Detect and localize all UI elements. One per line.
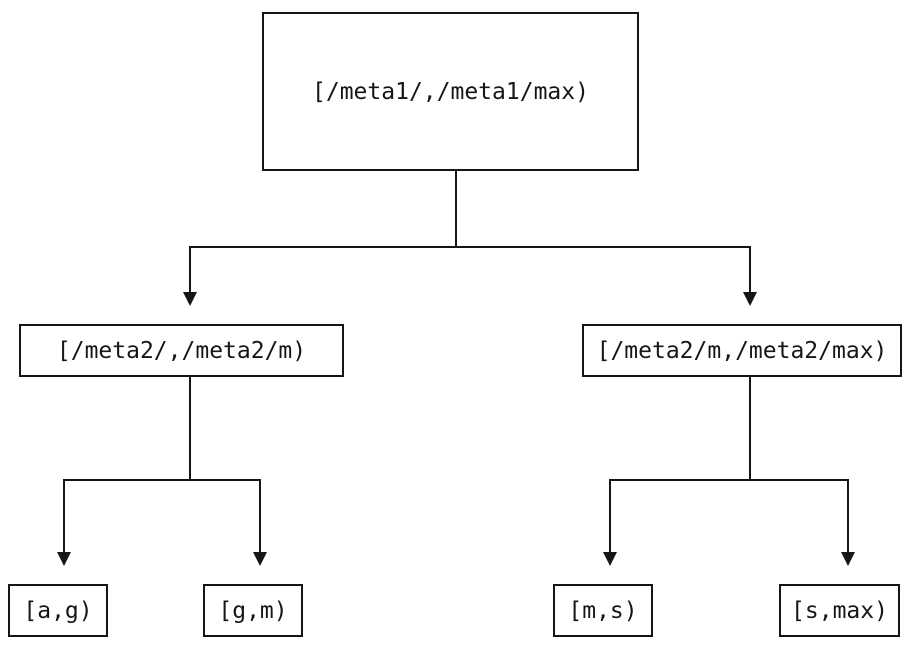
node-level2-right: [/meta2/m,/meta2/max) (582, 324, 902, 377)
arrow-down-icon (841, 552, 855, 566)
node-leaf-smax: [s,max) (779, 584, 900, 637)
connector-leaf2-drop (259, 479, 261, 552)
connector-root-stem (455, 171, 457, 247)
connector-level1-left-drop (189, 246, 191, 292)
node-leaf-gm-label: [g,m) (218, 597, 288, 624)
node-level2-left-label: [/meta2/,/meta2/m) (56, 337, 307, 364)
connector-leaf4-drop (847, 479, 849, 552)
node-leaf-ms: [m,s) (553, 584, 653, 637)
connector-leaf3-drop (609, 479, 611, 552)
connector-level1-crossbar (189, 246, 751, 248)
arrow-down-icon (183, 292, 197, 306)
node-root: [/meta1/,/meta1/max) (262, 12, 639, 171)
node-root-label: [/meta1/,/meta1/max) (312, 78, 589, 105)
node-leaf-ag: [a,g) (8, 584, 108, 637)
connector-right-crossbar (609, 479, 849, 481)
node-leaf-ms-label: [m,s) (568, 597, 638, 624)
arrow-down-icon (743, 292, 757, 306)
arrow-down-icon (253, 552, 267, 566)
node-leaf-smax-label: [s,max) (791, 597, 888, 624)
arrow-down-icon (603, 552, 617, 566)
connector-leaf1-drop (63, 479, 65, 552)
connector-left-stem (189, 377, 191, 481)
node-leaf-gm: [g,m) (203, 584, 303, 637)
node-leaf-ag-label: [a,g) (23, 597, 93, 624)
arrow-down-icon (57, 552, 71, 566)
connector-right-stem (749, 377, 751, 481)
connector-left-crossbar (63, 479, 261, 481)
node-level2-right-label: [/meta2/m,/meta2/max) (596, 337, 888, 364)
node-level2-left: [/meta2/,/meta2/m) (19, 324, 344, 377)
connector-level1-right-drop (749, 246, 751, 292)
